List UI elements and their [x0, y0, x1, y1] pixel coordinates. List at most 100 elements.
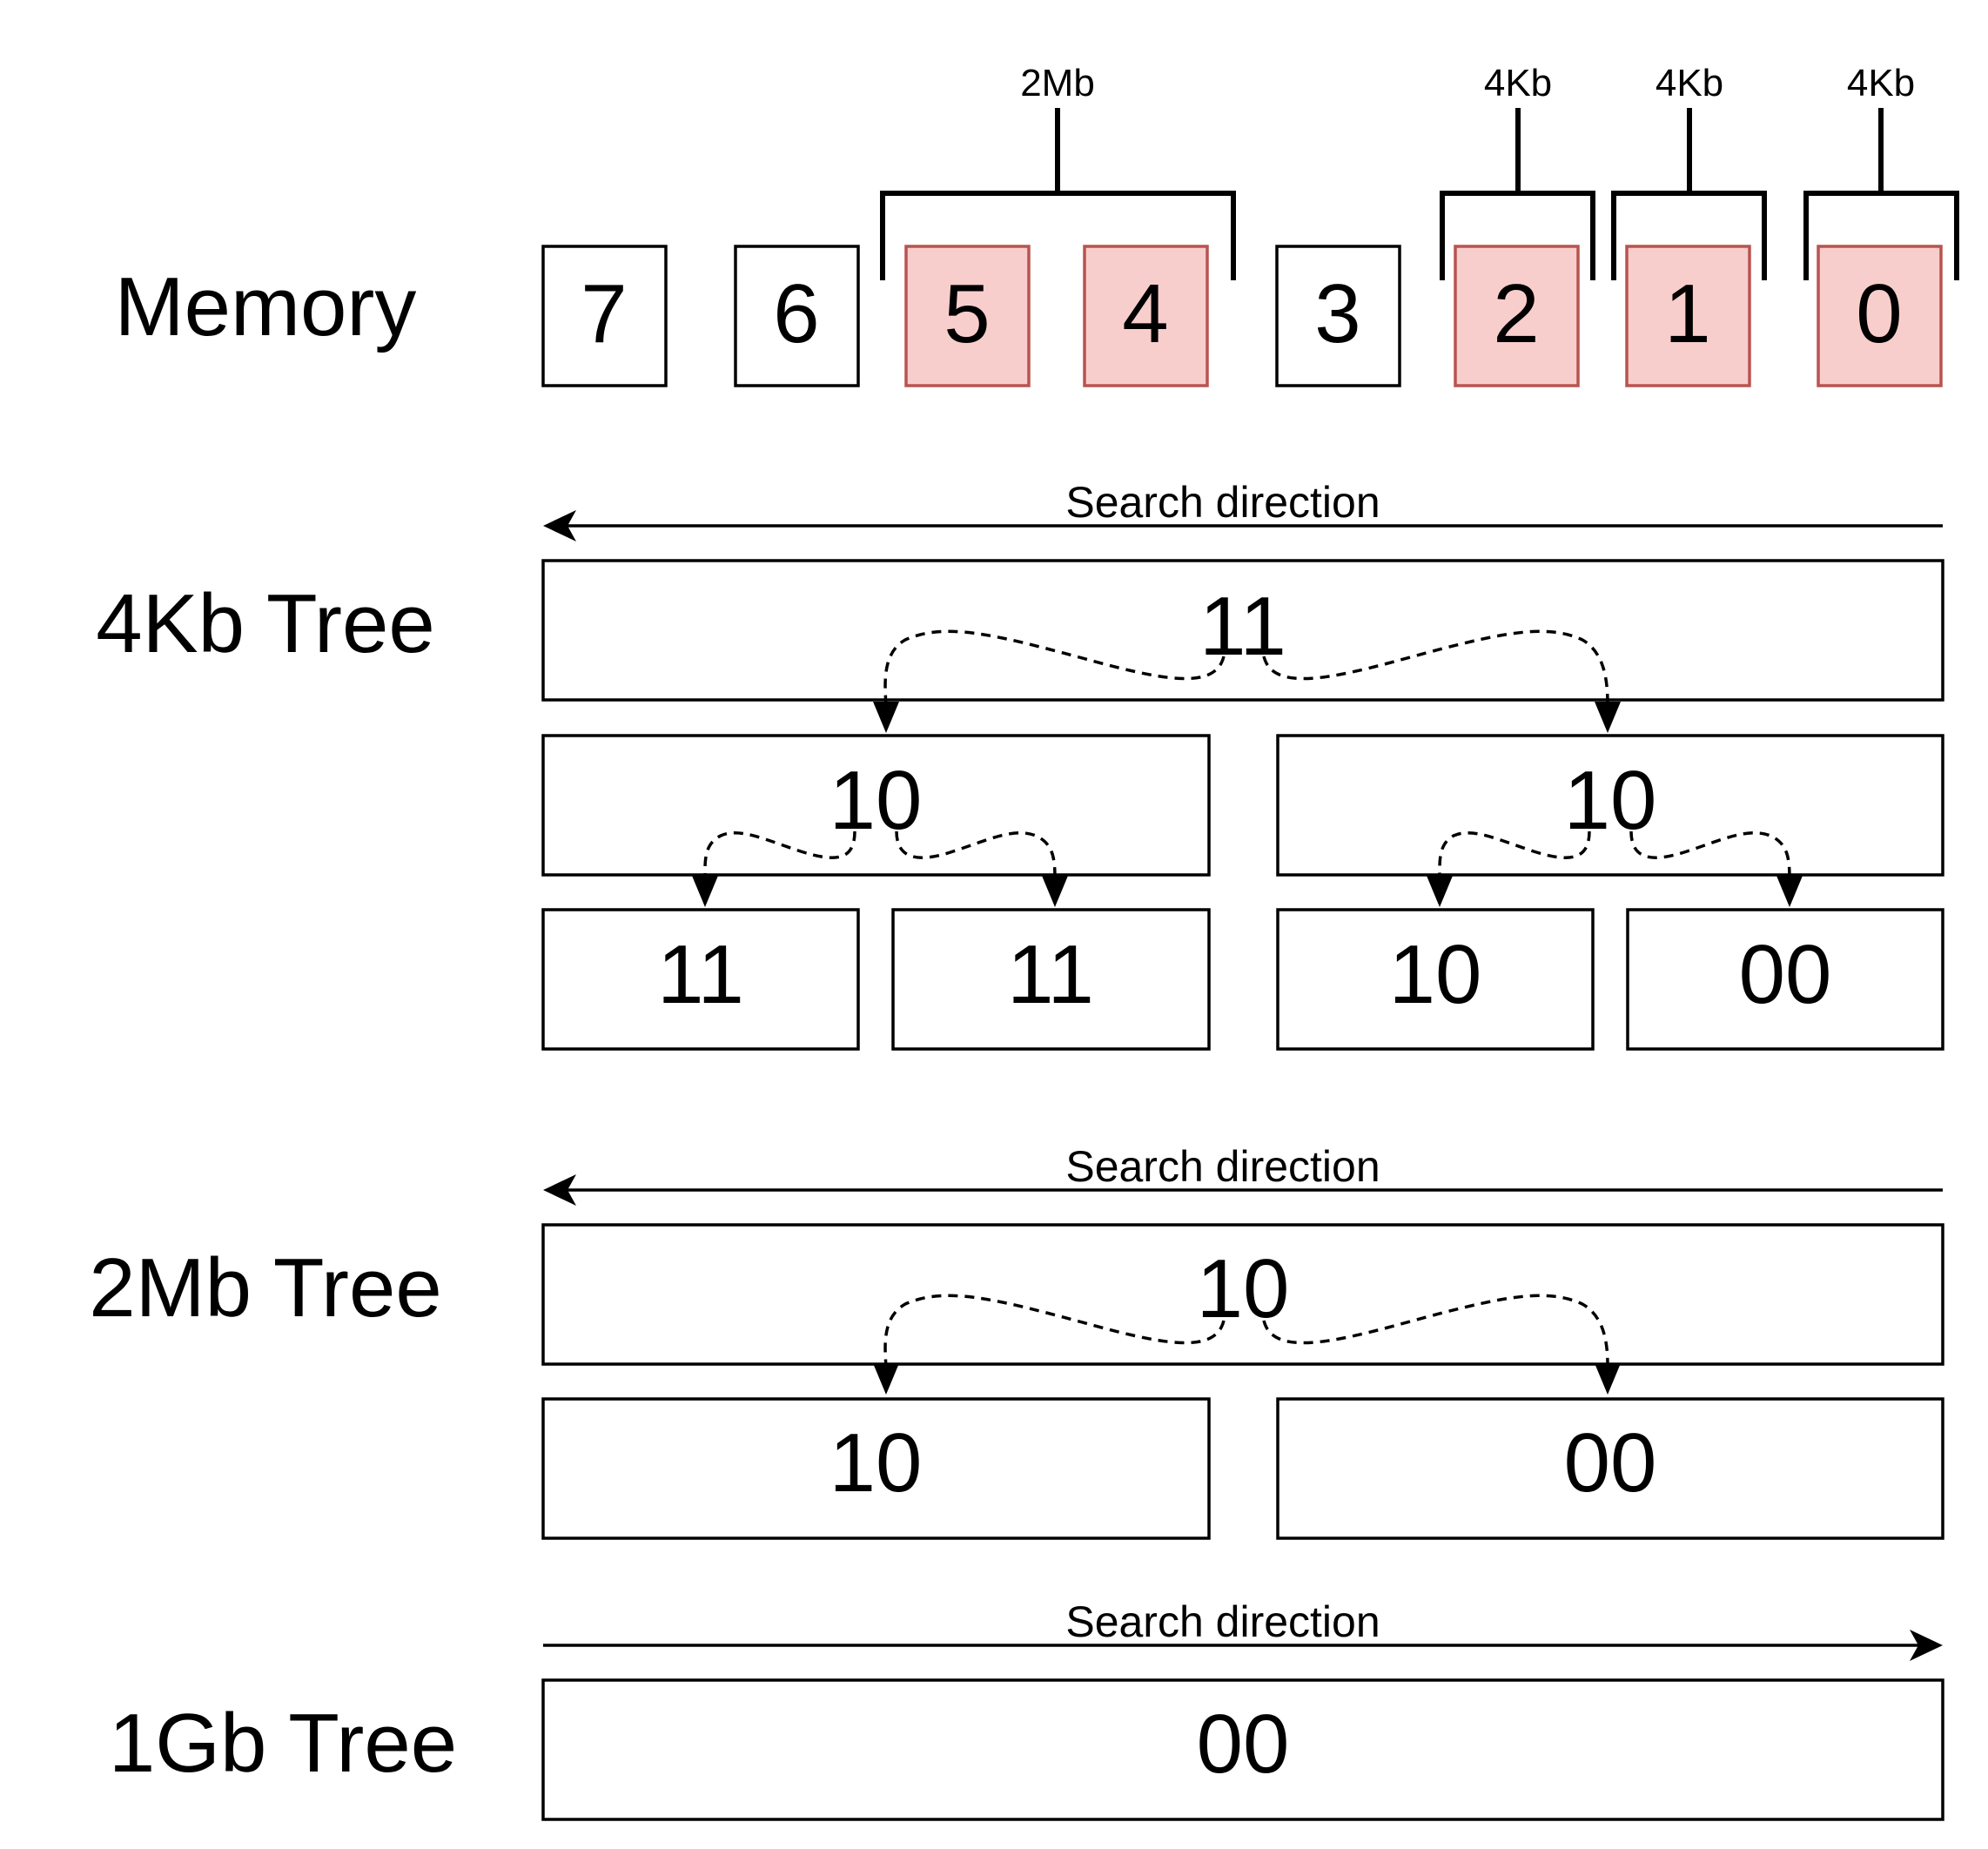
- tree-4kb-level2-node: 11: [541, 908, 860, 1051]
- row-label-4kb-tree: 4Kb Tree: [96, 577, 435, 670]
- bracket-label: 4Kb: [1484, 62, 1552, 104]
- tree-node-box: [541, 734, 1211, 877]
- bracket-2mb: 2Mb: [880, 62, 1236, 280]
- dashed-connector: [883, 629, 1226, 710]
- bracket-shape: [1611, 108, 1767, 280]
- memory-cell-6: 6: [734, 245, 860, 387]
- arrow-down-icon: [692, 876, 718, 907]
- memory-cell-label: 3: [1314, 267, 1360, 360]
- memory-cell-1: 1: [1625, 245, 1751, 387]
- tree-2mb-level1-right: 00: [1276, 1397, 1944, 1540]
- arrow-down-icon: [1042, 876, 1068, 907]
- arrow-left-icon: [543, 510, 576, 541]
- bracket-4kb-0: 4Kb: [1803, 62, 1959, 280]
- tree-4kb-level2-node: 11: [891, 908, 1211, 1051]
- dashed-connector: [883, 1294, 1226, 1372]
- size-brackets: 2Mb 4Kb 4Kb 4Kb: [880, 62, 1959, 280]
- tree-node-value: 10: [1197, 1242, 1290, 1335]
- tree-4kb-level1-left: 10: [541, 734, 1211, 877]
- memory-cell-0: 0: [1817, 245, 1943, 387]
- tree-node-value: 11: [1199, 580, 1286, 673]
- tree-node-box: [541, 908, 860, 1051]
- memory-cell-7: 7: [541, 245, 668, 387]
- arrow-down-icon: [1776, 876, 1803, 907]
- memory-cell-box: [904, 245, 1031, 387]
- dashed-connector: [1629, 830, 1791, 884]
- tree-2mb-level1-left: 10: [541, 1397, 1211, 1540]
- memory-cell-box: [1625, 245, 1751, 387]
- tree-node-value: 00: [1197, 1698, 1290, 1791]
- arrow-down-icon: [1595, 702, 1621, 733]
- row-label-memory: Memory: [115, 260, 417, 353]
- memory-cell-4: 4: [1083, 245, 1209, 387]
- bracket-shape: [1803, 108, 1959, 280]
- tree-4kb: 11 10 10 11 11 10: [541, 559, 1944, 1051]
- arrow-down-icon: [873, 1363, 899, 1395]
- dashed-connector: [1262, 629, 1609, 710]
- search-direction-4kb: Search direction: [543, 478, 1943, 541]
- search-direction-label: Search direction: [1065, 478, 1380, 527]
- tree-node-value: 10: [1564, 754, 1657, 847]
- memory-cell-label: 4: [1122, 267, 1168, 360]
- memory-cells: 7 6 5 4 3 2 1 0: [541, 245, 1943, 387]
- memory-cell-label: 2: [1493, 267, 1539, 360]
- memory-cell-box: [541, 245, 668, 387]
- tree-node-value: 10: [1389, 928, 1482, 1021]
- bracket-label: 4Kb: [1656, 62, 1723, 104]
- tree-4kb-level1-right: 10: [1276, 734, 1944, 877]
- tree-node-value: 00: [1739, 928, 1832, 1021]
- tree-1gb: 00: [541, 1678, 1944, 1821]
- memory-cell-label: 1: [1664, 267, 1710, 360]
- memory-cell-label: 7: [581, 267, 627, 360]
- dashed-connector: [1262, 1294, 1609, 1372]
- memory-cell-box: [734, 245, 860, 387]
- tree-node-box: [1276, 908, 1595, 1051]
- dashed-connector: [703, 830, 856, 884]
- search-direction-label: Search direction: [1065, 1142, 1380, 1191]
- tree-node-value: 00: [1564, 1416, 1657, 1509]
- bracket-4kb-2: 4Kb: [1440, 62, 1595, 280]
- tree-node-value: 11: [657, 928, 744, 1021]
- tree-1gb-root: 00: [541, 1678, 1944, 1821]
- memory-cell-5: 5: [904, 245, 1031, 387]
- memory-cell-box: [1454, 245, 1580, 387]
- memory-cell-box: [1083, 245, 1209, 387]
- tree-node-value: 10: [829, 754, 923, 847]
- search-direction-1gb: Search direction: [543, 1597, 1943, 1661]
- memory-cell-box: [1275, 245, 1401, 387]
- tree-node-value: 11: [1007, 928, 1094, 1021]
- tree-4kb-root: 11: [541, 559, 1944, 702]
- tree-2mb-root: 10: [541, 1223, 1944, 1366]
- tree-node-box: [891, 908, 1211, 1051]
- tree-node-box: [1626, 908, 1944, 1051]
- search-direction-label: Search direction: [1065, 1597, 1380, 1646]
- tree-4kb-level2-node: 00: [1626, 908, 1944, 1051]
- tree-node-box: [541, 1397, 1211, 1540]
- memory-cell-label: 0: [1856, 267, 1902, 360]
- tree-node-box: [541, 559, 1944, 702]
- tree-4kb-level2-node: 10: [1276, 908, 1595, 1051]
- arrow-down-icon: [873, 702, 899, 733]
- tree-2mb: 10 10 00: [541, 1223, 1944, 1540]
- memory-cell-label: 6: [773, 267, 819, 360]
- memory-cell-2: 2: [1454, 245, 1580, 387]
- tree-node-box: [541, 1223, 1944, 1366]
- search-direction-2mb: Search direction: [543, 1142, 1943, 1206]
- memory-cell-label: 5: [944, 267, 990, 360]
- memory-cell-box: [1817, 245, 1943, 387]
- memory-cell-3: 3: [1275, 245, 1401, 387]
- bracket-shape: [1440, 108, 1595, 280]
- tree-node-box: [1276, 1397, 1944, 1540]
- tree-node-value: 10: [829, 1416, 923, 1509]
- bracket-4kb-1: 4Kb: [1611, 62, 1767, 280]
- arrow-left-icon: [543, 1174, 576, 1206]
- bracket-shape: [880, 108, 1236, 280]
- arrow-down-icon: [1427, 876, 1453, 907]
- bracket-label: 2Mb: [1020, 62, 1095, 104]
- arrow-right-icon: [1910, 1630, 1943, 1661]
- bracket-label: 4Kb: [1847, 62, 1915, 104]
- arrow-down-icon: [1595, 1363, 1621, 1395]
- row-label-2mb-tree: 2Mb Tree: [89, 1241, 442, 1335]
- tree-node-box: [541, 1678, 1944, 1821]
